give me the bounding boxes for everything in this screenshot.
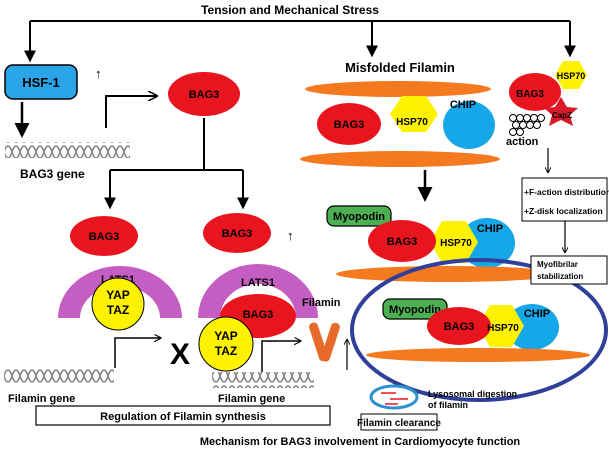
bag3-complex-1 <box>317 103 381 145</box>
x-inhibition-mark: X <box>170 338 190 371</box>
filamin-label: Filamin <box>302 297 341 309</box>
myopodin-2-label: Myopodin <box>389 304 441 316</box>
filamin-gene-right-label: Filamin gene <box>218 393 285 405</box>
misfolded-filamin-title: Misfolded Filamin <box>345 60 455 75</box>
myofibrilar-box <box>530 255 608 285</box>
taz-left-label: TAZ <box>107 303 129 317</box>
myofibrilar-line2: stabilization <box>537 272 583 281</box>
bag3-right-up-arrow: ↑ <box>287 228 294 243</box>
taz-right-label: TAZ <box>215 344 237 358</box>
chip-2 <box>459 218 515 268</box>
chip-3-label: CHIP <box>524 308 550 320</box>
arrow-filamin-gene-left <box>114 338 160 368</box>
bag3-left-label: BAG3 <box>89 231 120 243</box>
filamin-bar-3 <box>336 266 560 282</box>
actin-chain <box>509 114 545 136</box>
bag3-branch-line <box>110 118 243 171</box>
bag3-top <box>168 72 240 116</box>
arrow-gene-to-bag3 <box>105 96 156 128</box>
hsp70-3 <box>478 305 524 347</box>
lysosomal-digestion-line2: of filamin <box>428 400 468 410</box>
top-title: Tension and Mechanical Stress <box>201 3 379 17</box>
action-label: action <box>506 136 539 148</box>
lysosome-fragments <box>381 392 408 405</box>
hsp70-1 <box>390 96 438 132</box>
hsp70-2-label: HSP70 <box>440 238 472 249</box>
hsp70-capz-label: HSP70 <box>557 71 586 81</box>
filamin-clearance-box <box>360 413 438 431</box>
bag3-right-label: BAG3 <box>222 228 253 240</box>
hsf1-label: HSF-1 <box>22 75 60 90</box>
regulation-box <box>35 405 331 426</box>
f-action-box <box>521 177 608 222</box>
chip-3 <box>505 304 559 350</box>
filamin-gene-left-label: Filamin gene <box>8 393 75 405</box>
yap-taz-left <box>91 277 145 331</box>
filamin-bar-1 <box>305 81 491 97</box>
bag3-complex-2 <box>368 220 436 262</box>
filamin-gene-dna-right <box>212 372 314 388</box>
lats1-right-label: LATS1 <box>241 277 275 289</box>
arrow-filamin-gene-right <box>261 341 300 372</box>
bag3-gene-dna <box>5 142 130 158</box>
hsf1-box <box>4 64 78 100</box>
f-action-label: +F-action distribution <box>524 187 609 197</box>
hsp70-3-label: HSP70 <box>487 323 519 334</box>
hsf1-up-arrow: ↑ <box>95 66 102 81</box>
filamin-gene-dna-left <box>4 368 114 384</box>
hsp70-2 <box>430 221 478 263</box>
filamin-clearance-label: Filamin clearance <box>357 418 441 429</box>
bag3-top-label: BAG3 <box>189 89 220 101</box>
hsp70-1-label: HSP70 <box>396 117 428 128</box>
myofibrilar-line1: Myofibrilar <box>537 260 578 269</box>
capz-label: CapZ <box>552 111 572 120</box>
myopodin-1-box <box>326 205 392 227</box>
lysosome-icon <box>369 384 419 410</box>
filamin-bar-4 <box>366 348 590 362</box>
filamin-strand-2 <box>321 322 340 362</box>
hsp70-capz <box>555 61 587 89</box>
lats1-right <box>198 264 318 318</box>
regulation-label: Regulation of Filamin synthesis <box>100 411 266 423</box>
yap-left-label: YAP <box>106 288 130 302</box>
lats1-left <box>58 266 182 318</box>
bag3-gene-label: BAG3 gene <box>20 167 85 181</box>
bag3-complex-3 <box>427 307 491 345</box>
bag3-capz-label: BAG3 <box>516 89 544 100</box>
capz-star <box>544 97 578 126</box>
z-disk-label: +Z-disk localization <box>524 206 603 216</box>
bag3-left <box>70 216 138 256</box>
bag3-complex-2-label: BAG3 <box>387 236 418 248</box>
yap-taz-right <box>198 316 254 372</box>
bag3-complex-1-label: BAG3 <box>334 119 365 131</box>
lysosomal-digestion-line1: Lysosomal digestion <box>428 389 517 399</box>
bag3-capz <box>509 73 561 111</box>
mechanism-caption: Mechanism for BAG3 involvement in Cardio… <box>200 436 521 448</box>
bag3-right <box>203 213 271 253</box>
bag3-complex-3-label: BAG3 <box>444 321 475 333</box>
filamin-bar-2 <box>300 151 500 167</box>
chip-1 <box>443 101 495 149</box>
lysosome-ring <box>350 258 608 402</box>
bag3-lats1-label: BAG3 <box>243 309 274 321</box>
myopodin-1-label: Myopodin <box>333 211 385 223</box>
chip-2-label: CHIP <box>477 223 503 235</box>
chip-1-label: CHIP <box>450 99 476 111</box>
yap-right-label: YAP <box>214 329 238 343</box>
